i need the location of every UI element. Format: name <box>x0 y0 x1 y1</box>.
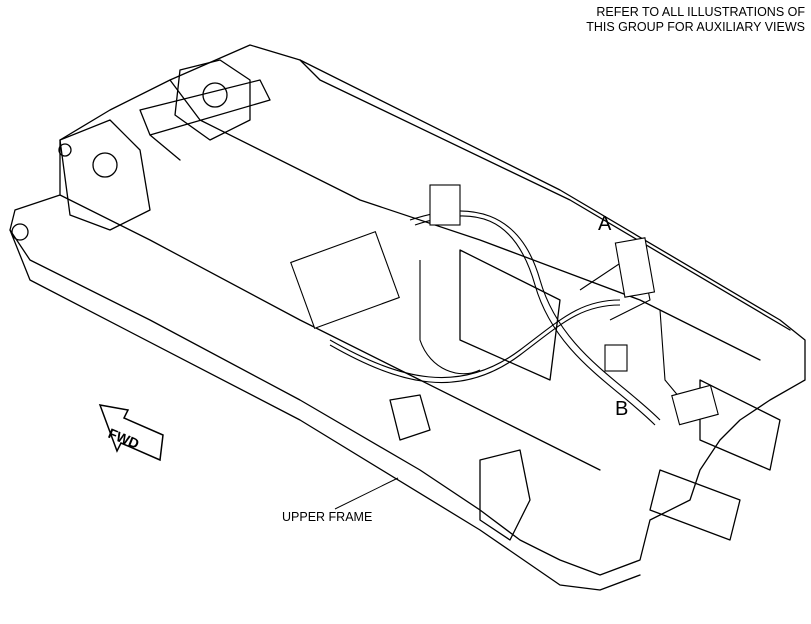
rear-bracket <box>649 379 781 541</box>
frame-leader-line <box>334 477 399 510</box>
hose-bundle-5 <box>419 260 481 375</box>
frame-outline <box>9 44 806 576</box>
inner-deck-right <box>169 79 761 361</box>
lower-bracket <box>479 449 531 541</box>
mid-bracket <box>389 394 431 441</box>
valve-block-b <box>671 384 719 426</box>
callout-b: B <box>615 398 629 420</box>
floor-opening <box>459 249 561 381</box>
junction-block <box>429 184 461 226</box>
left-side-rail <box>9 229 641 591</box>
mount-hole-1 <box>11 223 29 241</box>
boom-foot-right <box>174 59 251 141</box>
right-side-rail <box>299 59 791 331</box>
mount-hole-2 <box>58 143 72 157</box>
hose-bundle-4 <box>414 215 656 426</box>
boom-pin-hole-left <box>92 152 118 178</box>
fwd-arrow-icon <box>98 404 164 462</box>
note-line-1: REFER TO ALL ILLUSTRATIONS OF <box>596 5 805 19</box>
hose-bundle-2 <box>329 304 621 383</box>
valve-block-center <box>290 231 400 329</box>
valve-block-a <box>614 237 656 298</box>
auxiliary-views-note: REFER TO ALL ILLUSTRATIONS OF THIS GROUP… <box>586 5 805 35</box>
hose-bundle-3 <box>409 210 661 421</box>
callout-a: A <box>598 213 612 235</box>
inner-deck-left <box>59 194 601 471</box>
boom-foot-left <box>59 119 151 231</box>
valve-block-small <box>604 344 628 372</box>
boom-pin-hole-right <box>202 82 228 108</box>
upper-frame-label: UPPER FRAME <box>282 510 373 524</box>
note-line-2: THIS GROUP FOR AUXILIARY VIEWS <box>586 20 805 34</box>
boom-cylinder <box>139 79 271 161</box>
hose-bundle-1 <box>329 299 621 378</box>
